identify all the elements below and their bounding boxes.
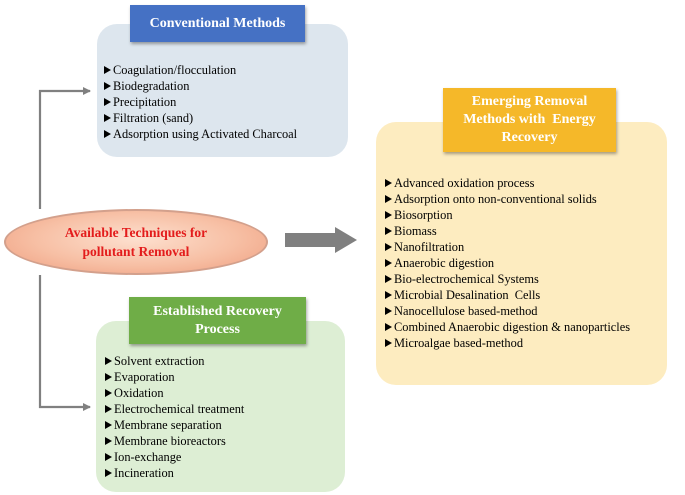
arrow-bullet-icon: [385, 227, 392, 235]
emerging-methods-panel: [376, 122, 667, 385]
list-item: Solvent extraction: [105, 353, 244, 369]
arrow-bullet-icon: [385, 259, 392, 267]
list-item: Oxidation: [105, 385, 244, 401]
connector-to-conventional: [38, 87, 91, 209]
conventional-methods-header: Conventional Methods: [130, 5, 305, 42]
arrow-bullet-icon: [385, 211, 392, 219]
conventional-methods-panel: [97, 24, 348, 157]
established-title-line2: Process: [195, 321, 240, 337]
list-item: Advanced oxidation process: [385, 175, 630, 191]
arrow-bullet-icon: [105, 437, 112, 445]
arrow-bullet-icon: [104, 130, 111, 138]
arrow-bullet-icon: [385, 307, 392, 315]
arrow-bullet-icon: [105, 373, 112, 381]
list-item: Nanofiltration: [385, 239, 630, 255]
center-title-line1: Available Techniques for: [64, 225, 208, 240]
list-item: Incineration: [105, 465, 244, 481]
big-arrow-to-emerging: [285, 227, 357, 253]
arrow-bullet-icon: [104, 114, 111, 122]
list-item: Microbial Desalination Cells: [385, 287, 630, 303]
emerging-methods-header: Emerging Removal Methods with Energy Rec…: [443, 88, 616, 152]
list-item: Bio-electrochemical Systems: [385, 271, 630, 287]
list-item: Biomass: [385, 223, 630, 239]
arrow-bullet-icon: [104, 66, 111, 74]
conventional-methods-title: Conventional Methods: [149, 15, 286, 31]
list-item: Membrane bioreactors: [105, 433, 244, 449]
emerging-title-line3: Recovery: [501, 130, 558, 145]
available-techniques-ellipse: Available Techniques for pollutant Remov…: [4, 209, 268, 275]
arrow-bullet-icon: [104, 98, 111, 106]
arrow-bullet-icon: [105, 421, 112, 429]
list-item: Coagulation/flocculation: [104, 62, 297, 78]
list-item: Filtration (sand): [104, 110, 297, 126]
arrow-bullet-icon: [105, 453, 112, 461]
list-item: Biosorption: [385, 207, 630, 223]
list-item: Microalgae based-method: [385, 335, 630, 351]
list-item: Ion-exchange: [105, 449, 244, 465]
arrow-bullet-icon: [385, 195, 392, 203]
arrow-bullet-icon: [385, 275, 392, 283]
list-item: Membrane separation: [105, 417, 244, 433]
list-item: Adsorption using Activated Charcoal: [104, 126, 297, 142]
arrow-bullet-icon: [104, 82, 111, 90]
list-item: Nanocellulose based-method: [385, 303, 630, 319]
established-recovery-header: Established Recovery Process: [129, 297, 306, 344]
emerging-methods-list: Advanced oxidation process Adsorption on…: [385, 175, 630, 351]
list-item: Adsorption onto non-conventional solids: [385, 191, 630, 207]
arrow-bullet-icon: [105, 389, 112, 397]
established-recovery-list: Solvent extraction Evaporation Oxidation…: [105, 353, 244, 481]
list-item: Precipitation: [104, 94, 297, 110]
arrow-bullet-icon: [105, 405, 112, 413]
established-title-line1: Established Recovery: [153, 303, 282, 319]
arrow-bullet-icon: [105, 357, 112, 365]
connector-to-established: [38, 275, 91, 411]
conventional-methods-list: Coagulation/flocculation Biodegradation …: [104, 62, 297, 142]
established-recovery-panel: [96, 321, 345, 492]
arrow-bullet-icon: [385, 291, 392, 299]
list-item: Combined Anaerobic digestion & nanoparti…: [385, 319, 630, 335]
arrow-bullet-icon: [385, 323, 392, 331]
list-item: Electrochemical treatment: [105, 401, 244, 417]
list-item: Anaerobic digestion: [385, 255, 630, 271]
arrow-bullet-icon: [385, 339, 392, 347]
arrow-bullet-icon: [385, 243, 392, 251]
list-item: Evaporation: [105, 369, 244, 385]
arrow-bullet-icon: [385, 179, 392, 187]
emerging-title-line1: Emerging Removal: [471, 94, 588, 109]
emerging-title-line2: Methods with Energy: [463, 112, 596, 127]
arrow-bullet-icon: [105, 469, 112, 477]
list-item: Biodegradation: [104, 78, 297, 94]
center-title-line2: pollutant Removal: [82, 244, 190, 259]
